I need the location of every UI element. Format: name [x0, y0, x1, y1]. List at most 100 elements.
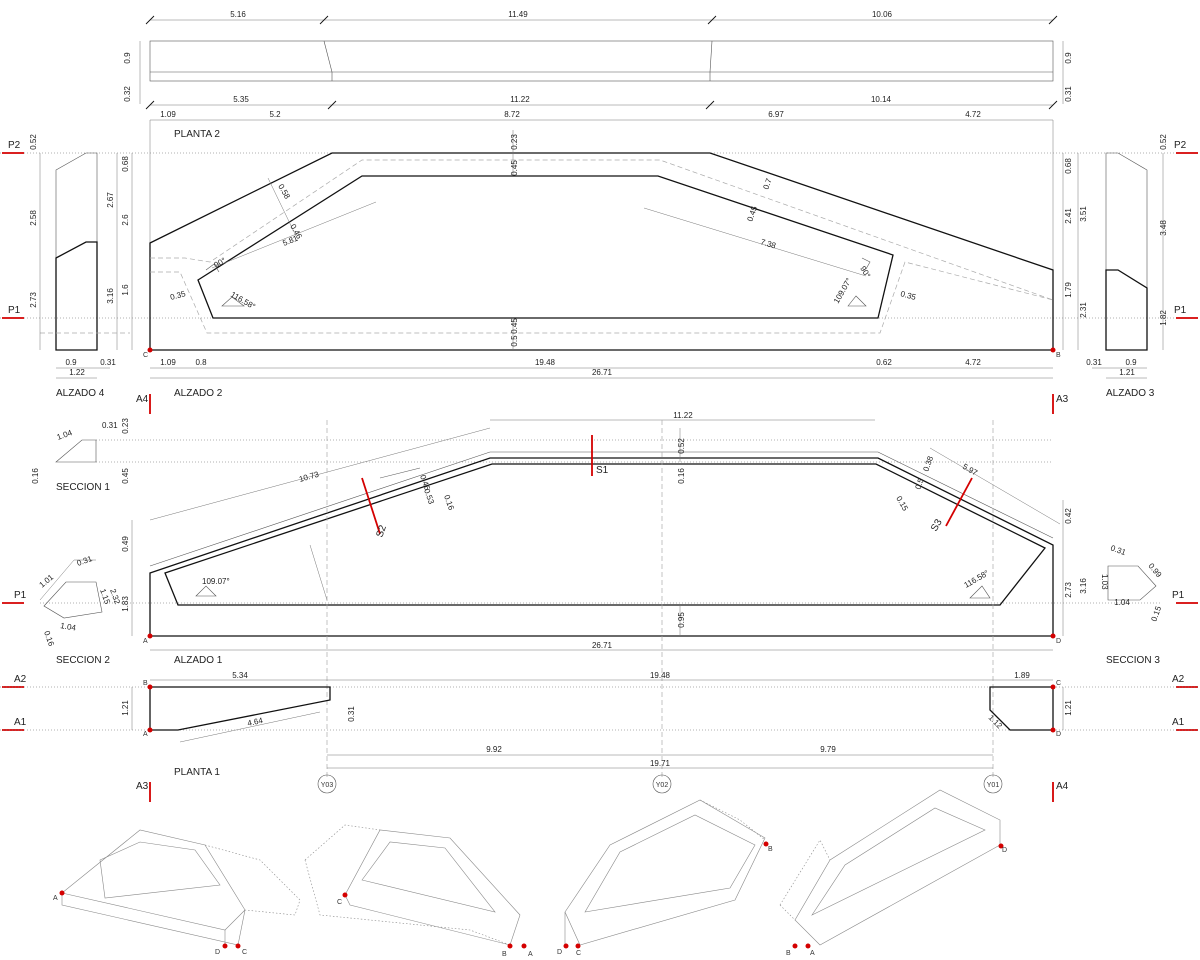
p2-point-b [1050, 347, 1056, 353]
iso3-point-d-label: D [557, 949, 562, 956]
p2-row2-2: 5.2 [269, 110, 281, 119]
s1-dim-5: 0.45 [121, 468, 130, 484]
p2-left-h3: 1.6 [121, 284, 130, 296]
a4-h3: 2.73 [29, 292, 38, 308]
section-mark-s3: S3 [929, 517, 945, 533]
iso3-point-c [575, 943, 581, 949]
seccion-3-view: P1 0.31 0.99 1.03 1.04 0.15 SECCION 3 [1100, 543, 1198, 666]
p2-top-3: 10.14 [871, 95, 892, 104]
a1-point-a [147, 633, 153, 639]
a1-inner-4: 0.53 [422, 488, 436, 506]
iso1-point-d [222, 943, 228, 949]
s2-dim-1: 1.01 [38, 572, 56, 589]
pl1-point-a-label: A [143, 731, 148, 738]
s1-dim-1: 1.04 [56, 428, 74, 442]
axis-label-y01: Y01 [987, 782, 1000, 789]
pl1-point-b [147, 684, 153, 690]
p2-row2-4: 6.97 [768, 110, 784, 119]
strip-width-3: 10.06 [872, 10, 893, 19]
pl1-point-d [1050, 727, 1056, 733]
pl1-inner-2: 0.31 [347, 706, 356, 722]
a1-angle-2: 116.58° [963, 568, 991, 589]
p2-inner-10: 0.35 [899, 289, 917, 302]
strip-width-1: 5.16 [230, 10, 246, 19]
axis-label-y03: Y03 [321, 782, 334, 789]
a4-h2: 2.58 [29, 210, 38, 226]
pl1-point-b-label: B [143, 680, 148, 687]
p2-bottom-2: 0.8 [195, 358, 207, 367]
p2-right-h3: 1.79 [1064, 282, 1073, 298]
s3-dim-3: 1.03 [1100, 574, 1109, 590]
iso3-point-b-label: B [768, 846, 773, 853]
section-mark-s2: S2 [374, 523, 389, 539]
a1-point-d [1050, 633, 1056, 639]
s2-dim-6: 0.16 [42, 630, 56, 648]
pl1-axes-2: 9.79 [820, 745, 836, 754]
s3-dim-2: 0.99 [1146, 562, 1163, 580]
level-p1-s2: P1 [14, 590, 27, 601]
p2-right-h2: 2.41 [1064, 208, 1073, 224]
a1-left-h2: 1.83 [121, 596, 130, 612]
p2-inner-8: 7.38 [759, 237, 777, 250]
a1-left-h1: 0.49 [121, 536, 130, 552]
p2-right-o2: 2.31 [1079, 302, 1088, 318]
top-strip-view: 5.16 11.49 10.06 0.9 0.32 0.9 0.31 [123, 10, 1073, 104]
view-label-planta-2: PLANTA 2 [174, 129, 220, 140]
p2-point-c [147, 347, 153, 353]
p2-right-o1: 3.51 [1079, 206, 1088, 222]
iso2-point-c-label: C [337, 899, 342, 906]
iso4-point-b-label: B [786, 950, 791, 957]
s3-dim-4: 1.04 [1114, 598, 1130, 607]
pl1-point-a [147, 727, 153, 733]
s1-dim-3: 0.23 [121, 418, 130, 434]
iso2-point-a-label: A [528, 951, 533, 958]
strip-right-h1: 0.9 [1064, 52, 1073, 64]
strip-left-h1: 0.9 [123, 52, 132, 64]
a1-inner-9: 0.95 [677, 612, 686, 628]
s2-dim-2: 0.31 [76, 554, 94, 568]
pl1-inner-3: 1.12 [987, 713, 1005, 731]
iso2-point-b [507, 943, 513, 949]
p2-total: 26.71 [592, 368, 613, 377]
marker-a3-lower: A3 [136, 781, 149, 792]
a1-total: 26.71 [592, 641, 613, 650]
strip-width-2: 11.49 [508, 10, 528, 19]
iso4-point-b [792, 943, 798, 949]
seccion-1-view: 1.04 0.31 0.23 0.16 0.45 SECCION 1 [31, 418, 1053, 493]
p2-row2-1: 1.09 [160, 110, 176, 119]
a1-point-a-label: A [143, 638, 148, 645]
p2-inner-7: 0.45 [745, 204, 759, 222]
iso4-point-d [998, 843, 1004, 849]
view-label-alzado-2: ALZADO 2 [174, 388, 223, 399]
level-a1-left: A1 [14, 717, 27, 728]
view-label-alzado-3: ALZADO 3 [1106, 388, 1155, 399]
iso4-point-a [805, 943, 811, 949]
p2-inner-1: 0.23 [510, 134, 519, 150]
a1-top: 11.22 [673, 411, 693, 420]
iso3-point-b [763, 841, 769, 847]
view-label-alzado-4: ALZADO 4 [56, 388, 105, 399]
a1-inner-8: 0.15 [894, 495, 910, 513]
level-a2-left: A2 [14, 674, 27, 685]
a3-h3: 1.82 [1159, 310, 1168, 326]
view-label-seccion-2: SECCION 2 [56, 655, 110, 666]
p2-inner-6: 0.7 [761, 177, 773, 191]
a1-right-h3: 2.73 [1064, 582, 1073, 598]
s1-dim-2: 0.31 [102, 421, 118, 430]
p2-bottom-1: 1.09 [160, 358, 176, 367]
isometric-view-1: A D C [53, 829, 301, 956]
marker-a3-upper: A3 [1056, 394, 1069, 405]
p2-angle-4: 109.07° [832, 277, 854, 305]
view-label-alzado-1: ALZADO 1 [174, 655, 223, 666]
a4-w1: 0.9 [65, 358, 77, 367]
iso1-point-a-label: A [53, 895, 58, 902]
pl1-axes-total: 19.71 [650, 759, 671, 768]
p2-angle-2: 90° [858, 265, 872, 280]
level-p1-right: P1 [1174, 305, 1187, 316]
p2-left-h2: 2.6 [121, 214, 130, 226]
seccion-2-view: P1 1.01 0.31 1.15 2.32 1.04 0.16 SECCION… [2, 554, 122, 666]
p2-row2-5: 4.72 [965, 110, 981, 119]
p2-bottom-3: 19.48 [535, 358, 556, 367]
pl1-top-1: 5.34 [232, 671, 248, 680]
